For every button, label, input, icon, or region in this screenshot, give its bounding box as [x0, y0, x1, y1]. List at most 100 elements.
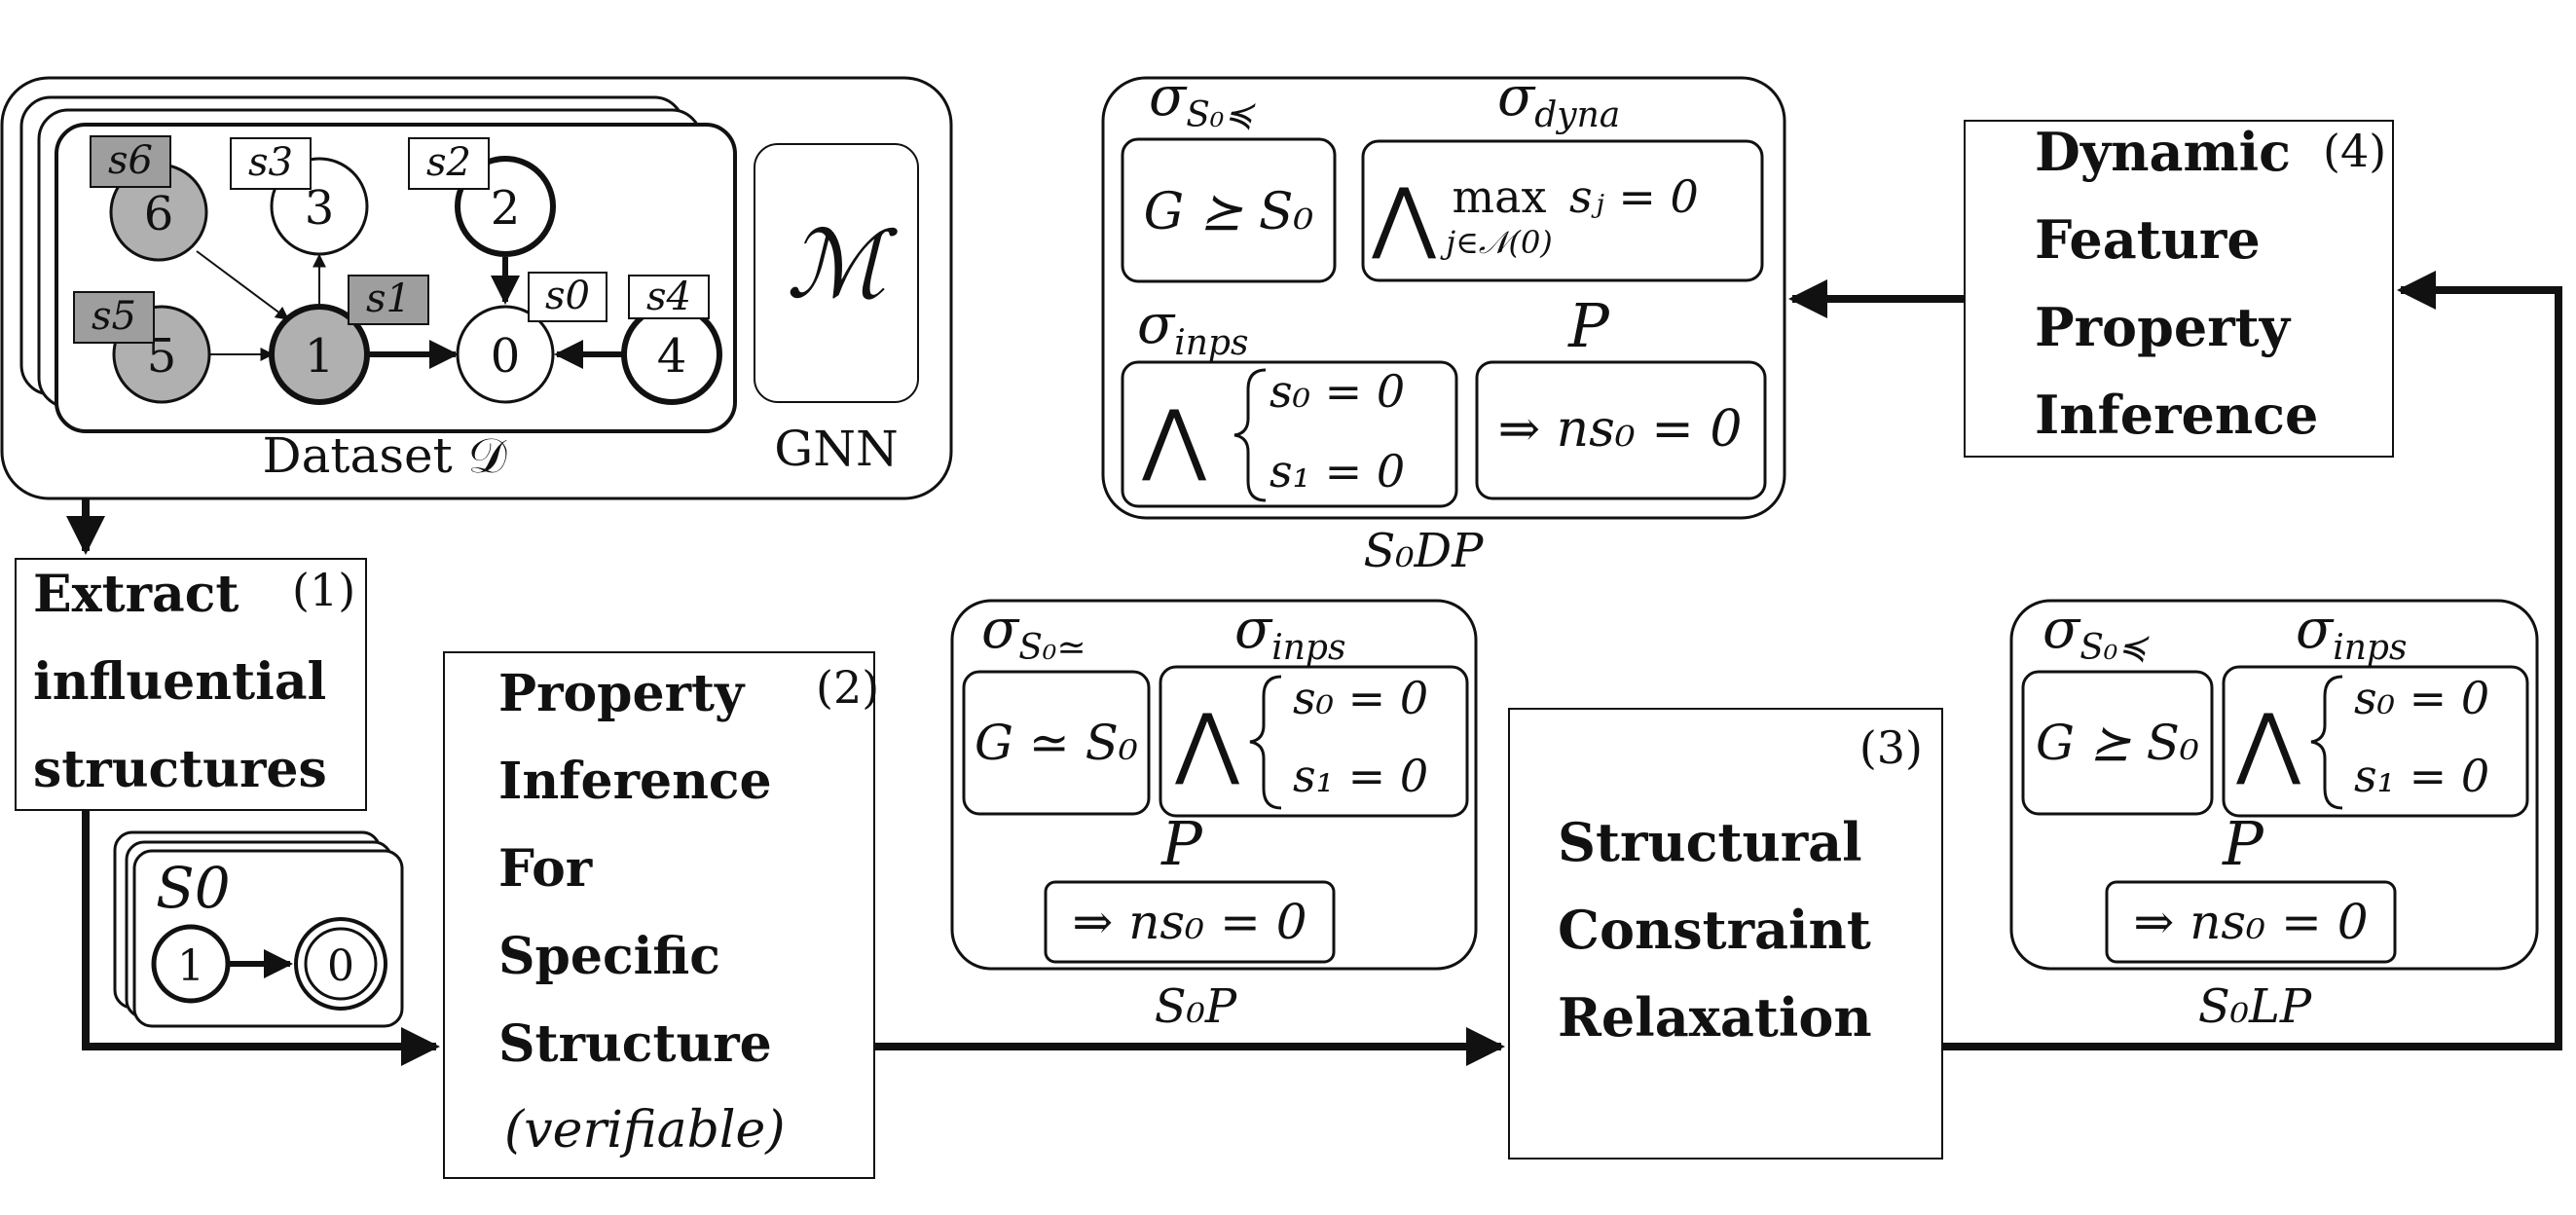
s0dp-result-box	[1475, 360, 1767, 500]
relaxation-line-2: Constraint	[1558, 899, 1871, 961]
s0dp-max-word: max	[1453, 170, 1547, 223]
svg-text:1: 1	[177, 941, 204, 991]
panel-s0dp: σS₀≼ σdyna G ⪰ S₀ ⋀ max j∈𝒩(0) sⱼ = 0 σi…	[1101, 65, 1786, 578]
s0lp-cond-1: s₀ = 0	[2354, 672, 2489, 724]
svg-text:s6: s6	[108, 138, 153, 183]
s0p-and-symbol: ⋀	[1174, 697, 1239, 788]
feature-tag-s5: s5	[73, 291, 155, 344]
s0-title: S0	[156, 855, 231, 921]
s0lp-g-relation: G ⪰ S₀	[2036, 715, 2199, 771]
dynamic-line-4: Inference	[2035, 384, 2318, 446]
extract-box	[15, 558, 367, 811]
extract-line-1: Extract	[33, 565, 239, 624]
panel-s0lp: σS₀≼ σinps G ⪰ S₀ ⋀ s₀ = 0 s₁ = 0 P ⇒ ns…	[2009, 598, 2539, 1034]
flow-arrows	[66, 271, 2562, 1066]
feature-tag-s6: s6	[90, 135, 171, 188]
gnn-label: GNN	[774, 421, 898, 477]
s0p-cond-1: s₀ = 0	[1293, 672, 1428, 724]
s0dp-sigma-struct: σS₀≼	[1149, 65, 1256, 135]
s0dp-result: ⇒ ns₀ = 0	[1498, 400, 1743, 459]
s0dp-sigma-dyna: σdyna	[1497, 65, 1620, 135]
s0p-result: ⇒ ns₀ = 0	[1072, 894, 1306, 950]
svg-text:s5: s5	[92, 294, 136, 339]
step-structural-constraint-relaxation: (3) Structural Constraint Relaxation	[1508, 708, 1943, 1160]
svg-text:6: 6	[144, 187, 174, 241]
svg-text:s4: s4	[646, 275, 691, 319]
s0dp-inps-and-symbol: ⋀	[1141, 393, 1206, 484]
svg-text:s3: s3	[248, 140, 293, 185]
relaxation-box	[1508, 708, 1943, 1160]
dataset-model-group: ℳ GNN Dataset 𝒟 6 3 2 1 0	[0, 76, 953, 500]
s0p-sigma-struct: σS₀≃	[981, 598, 1086, 668]
s0dp-caption: S₀DP	[1364, 524, 1485, 578]
property-line-2: Inference	[498, 752, 772, 811]
s0dp-cond-2: s₁ = 0	[1270, 445, 1405, 497]
feature-tag-s3: s3	[230, 137, 312, 190]
s0p-result-box	[1044, 880, 1336, 964]
gnn-model-box	[754, 143, 919, 403]
step-extract-influential-structures: Extract (1) influential structures	[15, 558, 367, 811]
s0lp-brace	[2310, 675, 2343, 810]
step-dynamic-feature-property-inference: Dynamic (4) Feature Property Inference	[1964, 120, 2394, 458]
s0dp-structure-box	[1121, 137, 1337, 283]
s0lp-result-box	[2105, 880, 2397, 964]
s0dp-and-symbol: ⋀	[1371, 171, 1436, 262]
arrow-extract-to-property	[82, 810, 440, 1066]
s0lp-sigma-inps: σinps	[2296, 598, 2407, 668]
s0lp-and-symbol: ⋀	[2235, 697, 2300, 788]
feature-tag-s2: s2	[408, 137, 490, 190]
s0dp-dynamic-box	[1361, 139, 1764, 282]
svg-text:0: 0	[491, 329, 521, 384]
dynamic-line-2: Feature	[2035, 208, 2261, 271]
s0dp-cond-1: s₀ = 0	[1270, 365, 1405, 418]
s0p-structure-box	[962, 670, 1151, 816]
s0p-caption: S₀P	[1155, 979, 1237, 1034]
panel-s0p: σS₀≃ σinps G ≃ S₀ ⋀ s₀ = 0 s₁ = 0 P ⇒ ns…	[950, 598, 1478, 1034]
dynamic-step-number: (4)	[2323, 125, 2386, 177]
dynamic-line-3: Property	[2035, 296, 2292, 358]
svg-text:3: 3	[305, 181, 335, 236]
feature-tag-s0: s0	[528, 272, 607, 322]
property-line-3: For	[498, 839, 593, 899]
property-line-5: Structure	[498, 1014, 772, 1074]
svg-text:s2: s2	[426, 140, 471, 185]
s0p-sigma-inps: σinps	[1234, 598, 1345, 668]
graph-node-4: 4	[621, 304, 722, 405]
relaxation-line-3: Relaxation	[1558, 986, 1872, 1049]
graph-node-6: 6	[109, 163, 208, 262]
s0p-brace	[1249, 675, 1282, 810]
property-line-4: Specific	[498, 927, 720, 986]
s0dp-input-box	[1121, 360, 1458, 508]
s0lp-sigma-struct: σS₀≼	[2042, 598, 2150, 668]
s0lp-structure-box	[2021, 670, 2214, 816]
s0p-cond-2: s₁ = 0	[1293, 750, 1428, 802]
s0lp-cond-2: s₁ = 0	[2354, 750, 2489, 802]
s0dp-p-label: P	[1567, 290, 1610, 361]
feature-tag-s4: s4	[628, 275, 710, 319]
edge-6-1	[196, 250, 290, 320]
relaxation-line-1: Structural	[1558, 811, 1862, 873]
graph-node-0: 0	[456, 305, 555, 404]
graph-node-1: 1	[269, 304, 370, 405]
s0lp-caption: S₀LP	[2198, 979, 2312, 1034]
feature-tag-s1: s1	[348, 275, 429, 325]
svg-text:1: 1	[305, 329, 335, 384]
dynamic-box	[1964, 120, 2394, 458]
s0-node-0-accepting: 0	[294, 917, 387, 1011]
extract-line-3: structures	[33, 740, 327, 799]
property-step-number: (2)	[816, 661, 879, 714]
s0lp-input-box	[2222, 665, 2529, 818]
s0dp-max-expression: sⱼ = 0	[1569, 170, 1699, 223]
s0-node-1: 1	[151, 924, 231, 1004]
s0dp-sigma-inps: σinps	[1137, 293, 1248, 363]
structure-s0-stack: S0 1 0	[113, 830, 404, 1028]
dataset-label: Dataset 𝒟	[263, 427, 507, 484]
s0dp-g-relation: G ⪰ S₀	[1144, 183, 1314, 241]
svg-text:2: 2	[491, 181, 521, 236]
property-verifiable-note: (verifiable)	[504, 1101, 786, 1160]
s0dp-max-subscript: j∈𝒩(0)	[1440, 224, 1553, 261]
s0lp-p-label: P	[2222, 808, 2264, 879]
model-symbol: ℳ	[787, 210, 899, 319]
relaxation-step-number: (3)	[1859, 721, 1923, 774]
